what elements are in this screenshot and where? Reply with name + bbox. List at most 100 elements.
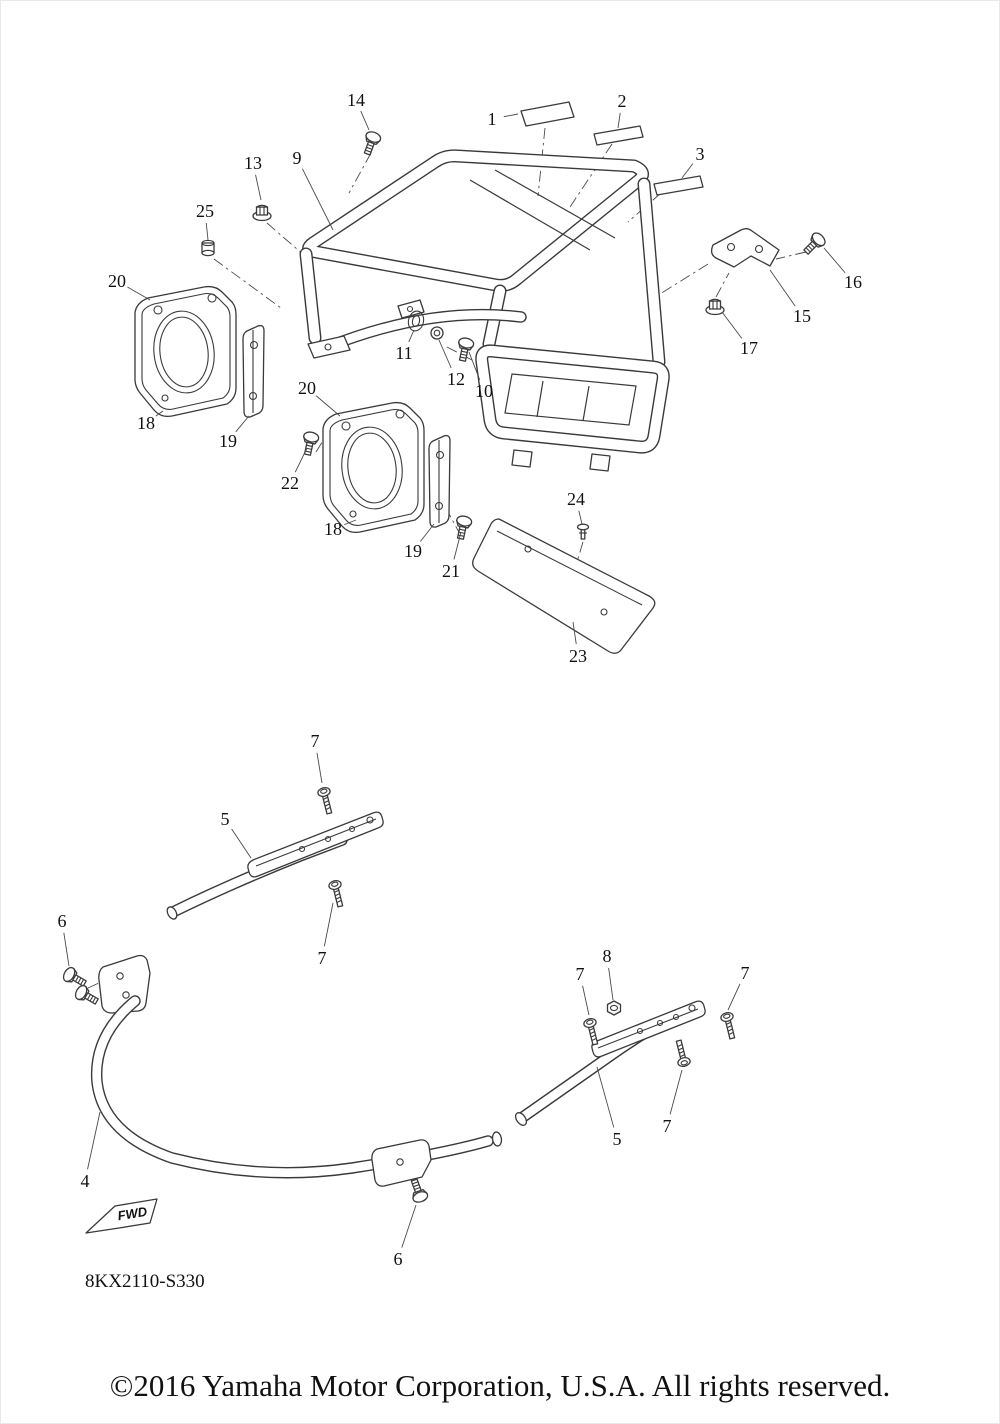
callout-leader-15	[769, 269, 796, 307]
callout-label-5: 5	[221, 809, 230, 829]
nut-13	[252, 204, 272, 222]
callout-leader-3	[681, 163, 694, 179]
callout-label-19: 19	[219, 431, 237, 451]
frame-mount-tab	[397, 299, 425, 319]
decal-strip-3	[653, 175, 704, 196]
bracket-19-left	[242, 324, 265, 418]
cap-nut-25	[201, 239, 215, 257]
callout-leader-16	[823, 247, 846, 274]
frame-foot-plate	[307, 335, 351, 359]
callout-leader-22	[294, 447, 308, 473]
callout-leader-5	[596, 1066, 615, 1128]
callout-label-10: 10	[475, 381, 493, 401]
callout-leader-23	[572, 621, 577, 645]
callout-label-6: 6	[58, 911, 67, 931]
fwd-label: FWD	[117, 1204, 149, 1224]
callout-label-24: 24	[567, 489, 585, 509]
callout-label-16: 16	[844, 272, 862, 292]
callout-leader-14	[360, 110, 370, 131]
bumper-tube-right	[514, 1000, 706, 1126]
callout-label-13: 13	[244, 153, 262, 173]
callout-leader-20	[127, 286, 151, 301]
plate-23	[472, 518, 656, 654]
callout-leader-10	[468, 351, 481, 380]
bracket-19-right	[428, 434, 451, 528]
bolt-6	[72, 982, 102, 1009]
nut-8	[606, 1000, 622, 1016]
callout-leader-24	[578, 510, 583, 525]
callout-label-20: 20	[108, 271, 126, 291]
bolt-6	[406, 1176, 430, 1205]
loop-foot	[589, 453, 611, 472]
callout-leader-7	[727, 983, 741, 1011]
clip-24	[576, 523, 590, 540]
callout-leader-17	[721, 311, 743, 339]
callout-label-11: 11	[395, 343, 412, 363]
tube-open-end	[514, 1112, 528, 1126]
callout-leader-5	[231, 828, 252, 859]
carrier-lower-loop	[482, 351, 664, 472]
callout-leader-18	[344, 519, 357, 526]
callout-leader-20	[315, 395, 341, 417]
callout-leader-2	[617, 112, 621, 129]
callout-label-9: 9	[293, 148, 302, 168]
tube-open-end	[166, 906, 178, 920]
callout-label-7: 7	[741, 963, 750, 983]
callout-label-7: 7	[318, 948, 327, 968]
callout-leader-7	[323, 902, 334, 947]
callout-label-14: 14	[347, 90, 365, 110]
callout-leader-19	[420, 523, 435, 542]
callout-leader-25	[205, 222, 209, 241]
callout-leader-19	[235, 415, 250, 433]
rail-5-left	[247, 811, 384, 878]
nut-17	[705, 298, 725, 316]
callout-label-6: 6	[394, 1249, 403, 1269]
callout-leader-6	[63, 932, 70, 967]
washer-12	[430, 326, 444, 340]
callout-label-18: 18	[137, 413, 155, 433]
callout-leader-12	[438, 339, 452, 369]
bracket-4-rear	[371, 1139, 432, 1187]
screw-7	[719, 1010, 739, 1041]
side-plate-18-right	[322, 401, 425, 534]
callout-leader-9	[301, 168, 334, 231]
callout-label-22: 22	[281, 473, 299, 493]
callout-label-3: 3	[696, 144, 705, 164]
bumper-tube-left	[97, 811, 503, 1187]
loop-foot	[511, 449, 533, 468]
callout-label-25: 25	[196, 201, 214, 221]
callout-leader-7	[316, 752, 323, 784]
tube-open-end	[491, 1131, 503, 1147]
screw-7	[316, 785, 336, 816]
copyright-text: ©2016 Yamaha Motor Corporation, U.S.A. A…	[109, 1368, 891, 1403]
callout-leader-21	[453, 531, 462, 560]
screw-7	[327, 878, 347, 909]
callout-label-7: 7	[663, 1116, 672, 1136]
callout-leader-6	[401, 1204, 417, 1248]
bracket-15	[710, 228, 780, 268]
callout-label-15: 15	[793, 306, 811, 326]
carrier-frame	[306, 156, 659, 362]
bolt-22	[299, 430, 321, 457]
callout-label-21: 21	[442, 561, 460, 581]
callout-label-19: 19	[404, 541, 422, 561]
decal-strip-2	[593, 125, 644, 146]
callout-label-8: 8	[603, 946, 612, 966]
callout-label-7: 7	[311, 731, 320, 751]
callout-label-2: 2	[618, 91, 627, 111]
bolt-16	[800, 229, 829, 258]
callout-label-23: 23	[569, 646, 587, 666]
callout-leader-1	[503, 113, 519, 118]
callout-leader-13	[255, 174, 262, 201]
screw-7	[672, 1038, 692, 1069]
side-plate-18-left	[134, 285, 237, 418]
part-code: 8KX2110-S330	[85, 1271, 205, 1292]
callout-leader-4	[87, 1111, 101, 1170]
callout-label-5: 5	[613, 1129, 622, 1149]
callout-leader-18	[155, 410, 164, 417]
callout-leader-7	[582, 985, 590, 1016]
callout-leader-8	[608, 967, 614, 1001]
